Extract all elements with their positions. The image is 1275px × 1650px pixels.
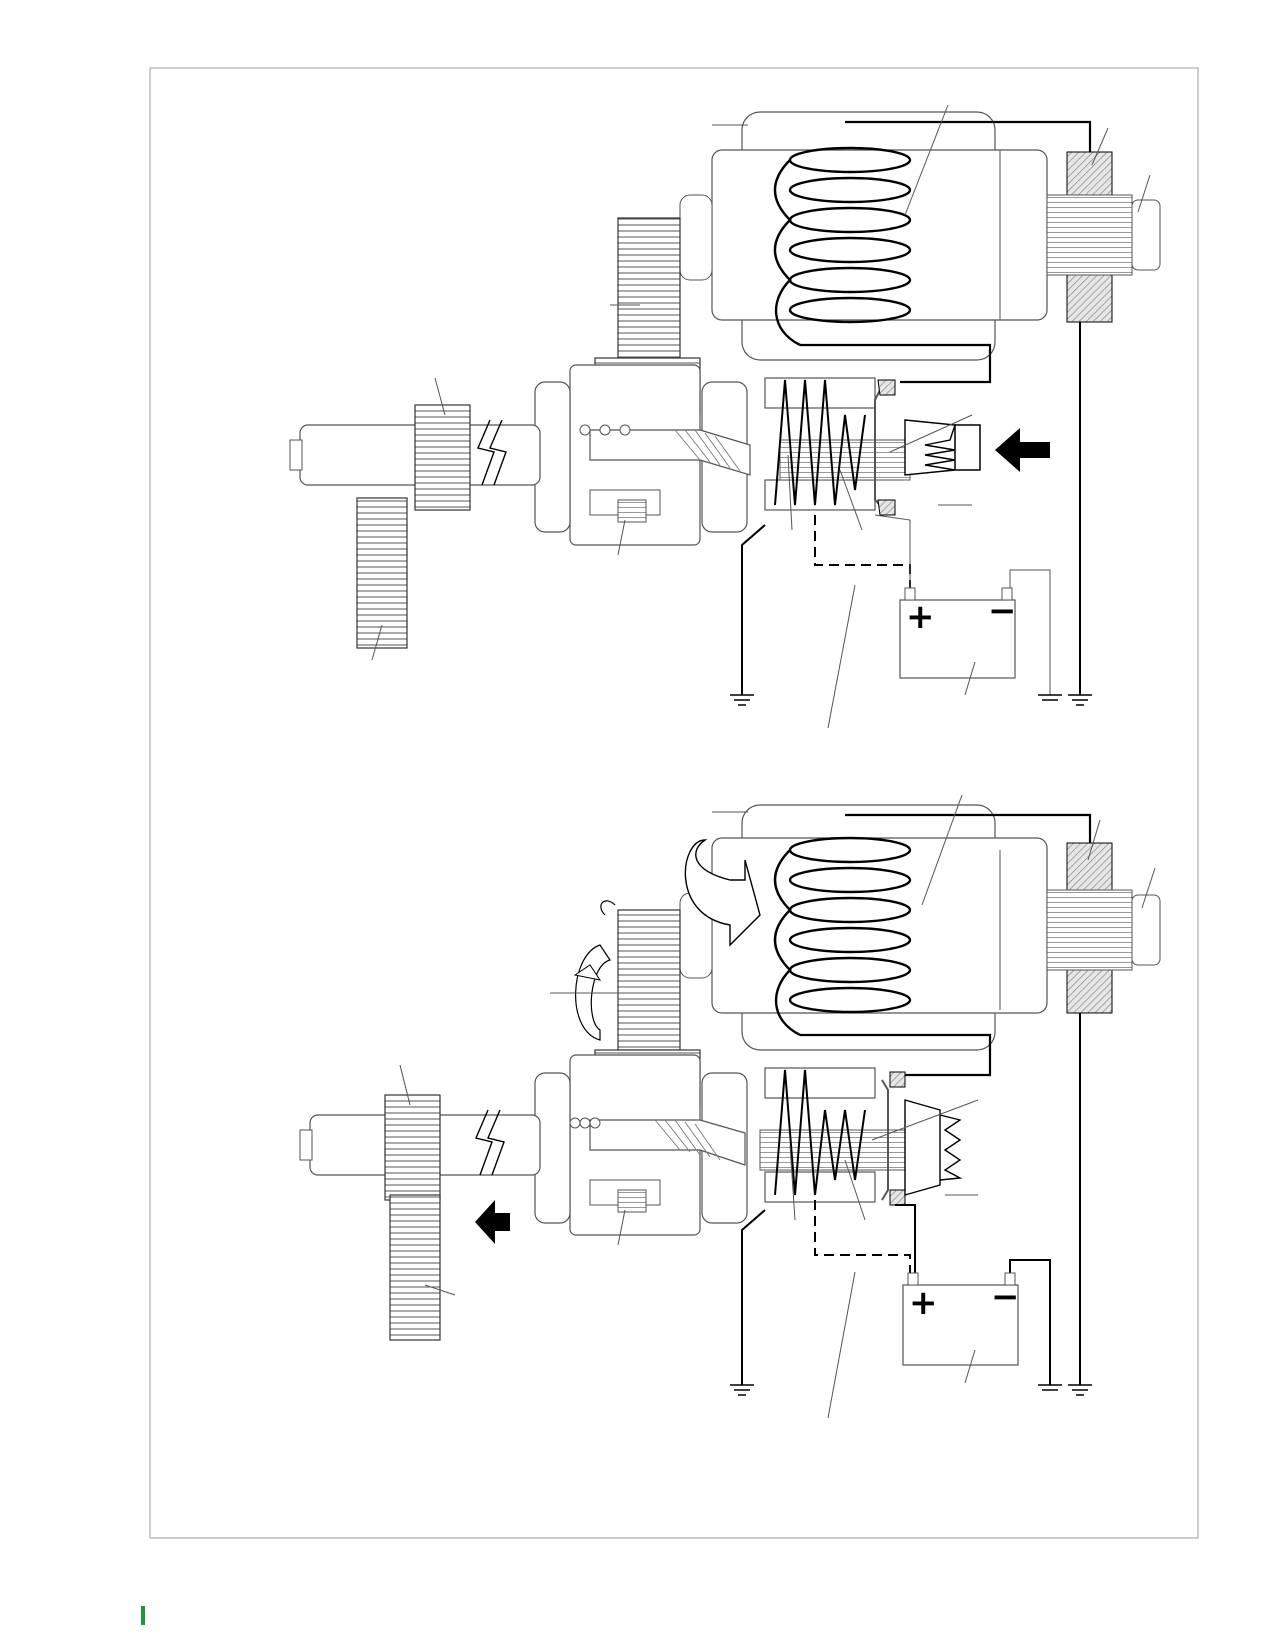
plunger-spring <box>904 419 956 476</box>
end-cap <box>1131 199 1161 271</box>
figure-frame <box>149 67 1199 1539</box>
contact-plate <box>874 389 881 506</box>
battery-negative-symbol: − <box>988 591 1017 631</box>
leader-lines <box>371 104 1151 729</box>
solenoid-2 <box>759 1067 963 1206</box>
battery-wire-switch <box>814 515 911 590</box>
pinion-arrow <box>475 1200 510 1244</box>
battery-top: + − <box>899 587 1017 679</box>
motor-body-2 <box>711 837 1048 1014</box>
panel-bottom: + − <box>299 794 1161 1419</box>
rotation-arrow-motor <box>684 839 761 947</box>
helical-spline <box>589 429 751 476</box>
battery-positive-symbol: + <box>906 597 935 637</box>
intermediate-gear <box>617 217 681 359</box>
push-arrow <box>995 428 1050 472</box>
ring-gear <box>356 497 408 649</box>
leader-lines-2 <box>399 794 1156 1419</box>
battery-negative-symbol-2: − <box>991 1277 1020 1317</box>
field-coil <box>773 146 912 347</box>
ring-gear-2 <box>389 1194 441 1341</box>
ground-wire-left <box>741 524 766 695</box>
drive-end-bearing <box>679 194 713 281</box>
pinion-gear-2 <box>384 1094 441 1201</box>
field-coil-2 <box>773 836 912 1037</box>
battery-positive-symbol-2: + <box>909 1283 938 1323</box>
field-wire <box>845 120 1092 152</box>
pinion-gear <box>414 404 471 511</box>
ground-symbol <box>730 694 1092 706</box>
panel-top: + − <box>289 104 1161 729</box>
solenoid <box>764 377 981 516</box>
motor-body <box>711 149 1048 321</box>
page-accent-marker <box>141 1606 145 1625</box>
commutator-end <box>1046 194 1133 276</box>
battery-bottom: + − <box>902 1272 1020 1366</box>
